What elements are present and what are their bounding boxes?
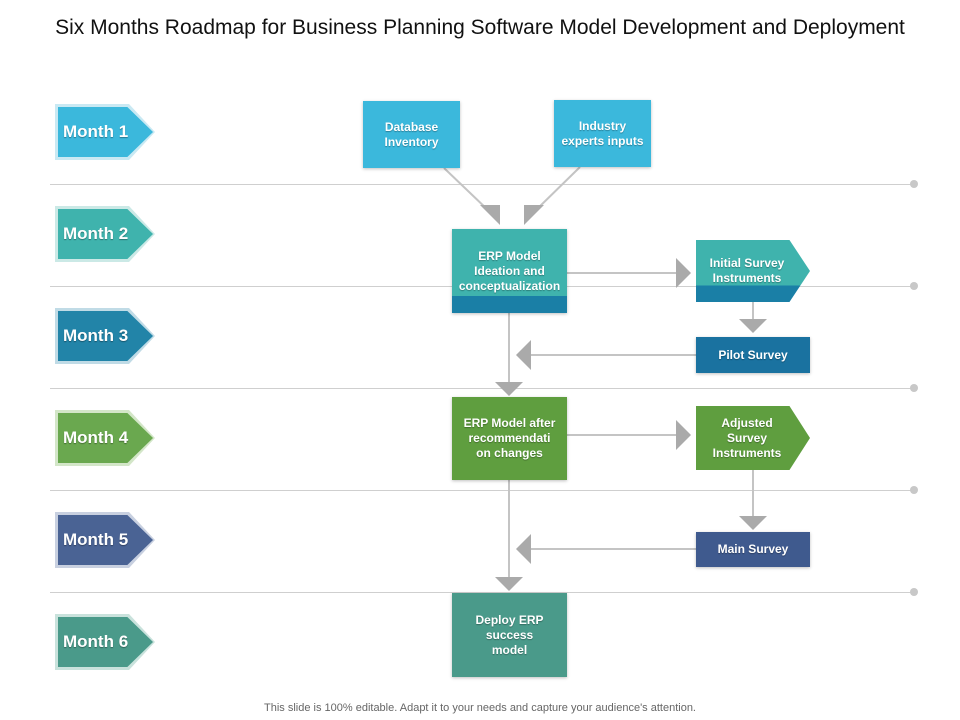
pilot-survey-box: Pilot Survey <box>696 337 810 373</box>
arrowhead <box>739 516 767 530</box>
month-3-label: Month 3 <box>58 311 153 361</box>
erp-ideation-box: ERP Model Ideation and conceptualization <box>452 229 567 313</box>
arrowhead <box>676 420 691 450</box>
initial-survey-chevron: Initial Survey Instruments <box>696 240 810 302</box>
database-inventory-box: Database Inventory <box>363 101 460 168</box>
row-separator-dot <box>910 588 918 596</box>
erp-ideation-label: ERP Model Ideation and conceptualization <box>458 248 561 293</box>
row-separator <box>50 490 914 491</box>
month-4-chevron: Month 4 <box>55 410 155 466</box>
month-3-chevron: Month 3 <box>55 308 155 364</box>
main-survey-box: Main Survey <box>696 532 810 567</box>
deploy-erp-box: Deploy ERP success model <box>452 593 567 677</box>
row-separator <box>50 184 914 185</box>
row-separator-dot <box>910 282 918 290</box>
month-1-label: Month 1 <box>58 107 153 157</box>
row-separator <box>50 592 914 593</box>
row-separator <box>50 388 914 389</box>
adjusted-survey-chevron: Adjusted Survey Instruments <box>696 406 810 470</box>
arrowhead <box>676 258 691 288</box>
month-6-label: Month 6 <box>58 617 153 667</box>
arrowhead <box>739 319 767 333</box>
industry-experts-box: Industry experts inputs <box>554 100 651 167</box>
arrowhead <box>495 382 523 396</box>
page-title: Six Months Roadmap for Business Planning… <box>55 16 905 39</box>
connector-database-to-erp <box>443 167 491 213</box>
arrowhead <box>524 205 544 225</box>
arrowhead <box>516 340 531 370</box>
month-5-label: Month 5 <box>58 515 153 565</box>
arrowhead <box>516 534 531 564</box>
arrowhead <box>495 577 523 591</box>
month-2-chevron: Month 2 <box>55 206 155 262</box>
arrowhead <box>480 205 500 225</box>
footer-note: This slide is 100% editable. Adapt it to… <box>264 702 696 714</box>
month-4-label: Month 4 <box>58 413 153 463</box>
row-separator-dot <box>910 384 918 392</box>
row-separator-dot <box>910 180 918 188</box>
month-2-label: Month 2 <box>58 209 153 259</box>
row-separator-dot <box>910 486 918 494</box>
connector-experts-to-erp <box>533 166 581 213</box>
erp-after-recommendation-box: ERP Model after recommendati on changes <box>452 397 567 480</box>
